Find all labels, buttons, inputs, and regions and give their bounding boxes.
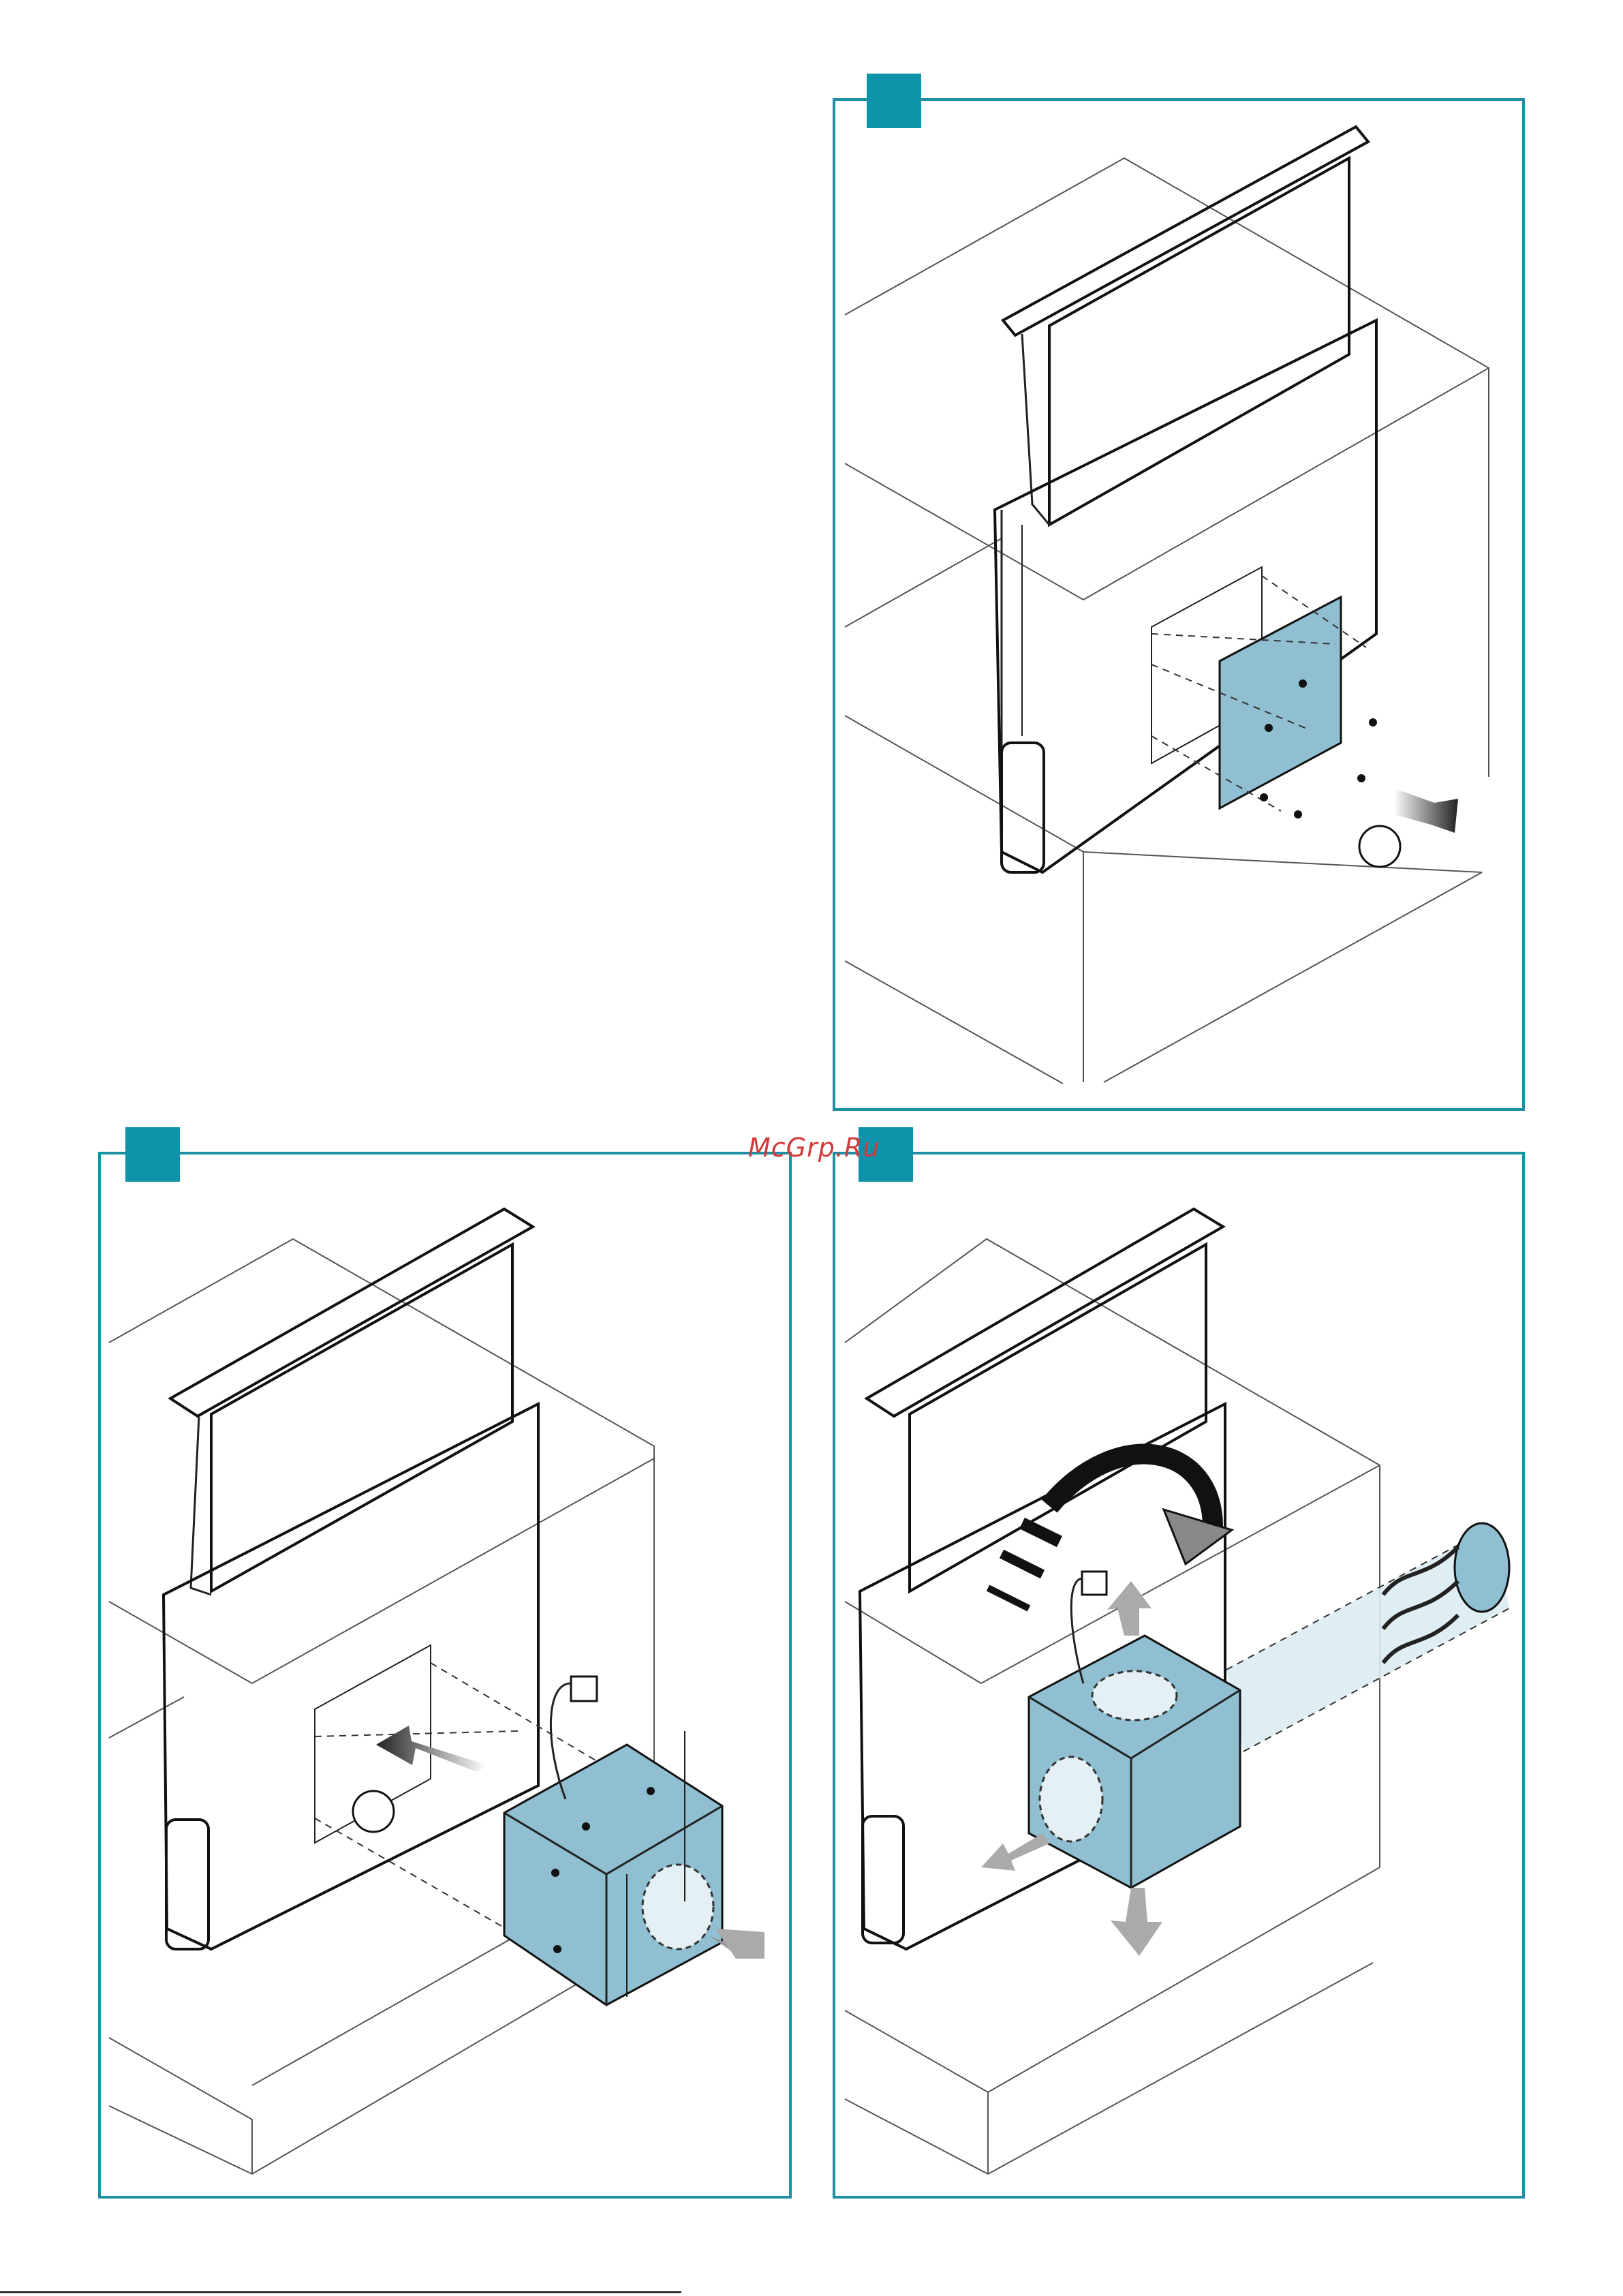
footer-rule: [0, 2291, 681, 2293]
illustration-step-mount-fan-box: [109, 1209, 764, 2174]
illustration-step-remove-cover: [845, 127, 1489, 1084]
illustration-step-connect-duct: [845, 1209, 1509, 2174]
watermark-text: McGrp.Ru: [748, 1133, 880, 1163]
